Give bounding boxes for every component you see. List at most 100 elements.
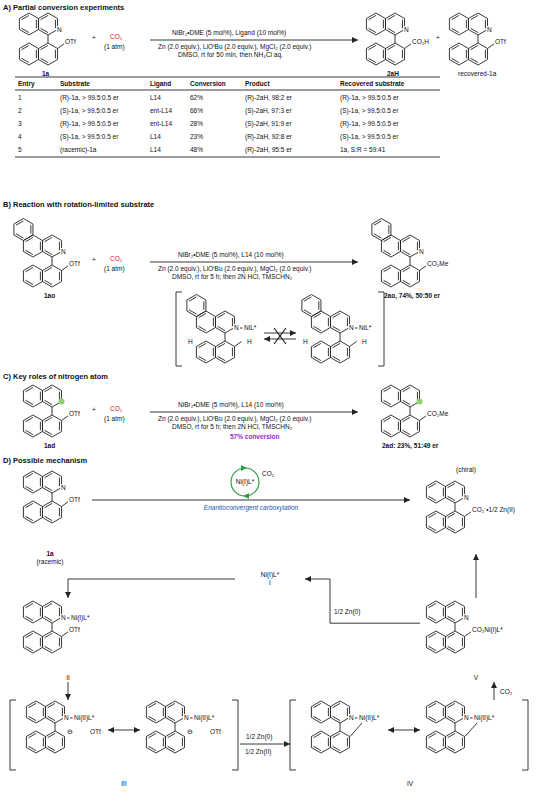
double-bond [429,716,436,720]
label-text: Ni(I)L* [70,614,90,622]
double-bond [26,280,33,284]
molecule-structure [23,471,68,523]
double-bond [318,301,319,310]
species-label: Ni(I)L* [261,571,279,579]
double-bond [40,392,41,401]
species-node: III [8,700,240,788]
ring [19,13,38,35]
ring [330,341,349,363]
label-text: B) Reaction with rotation-limited substr… [3,200,154,209]
double-bond [59,392,60,401]
double-bond [448,646,455,650]
double-bond [40,272,41,281]
label-text: N [463,614,470,622]
double-bond [26,516,33,520]
ring [42,501,61,523]
ring [445,481,464,503]
double-bond [40,478,41,487]
label-text: N [463,494,470,502]
ring [42,631,61,653]
double-bond [383,50,384,59]
metal-bond [465,723,477,737]
label-text: N [56,26,63,34]
double-bond [333,313,340,317]
double-bond [403,400,410,404]
ring [426,731,445,753]
highlight-dot [59,399,65,405]
double-bond [417,422,418,431]
double-bond [429,483,436,487]
label-text: (S)-1a, > 99.5:0.5 er [340,133,398,141]
double-bond [383,20,384,29]
label-text: C) Key roles of nitrogen atom [3,372,108,381]
label-text: DMSO, rt for 5 h; then 2N HCl, TMSCHN₂ [172,273,292,281]
label-text: 2 [18,107,22,115]
ring [426,701,445,723]
double-bond [45,387,52,391]
label-text: DMSO, rt for 5 h; then 2N HCl, TMSCHN₂ [172,423,292,431]
species-label: III [121,780,126,788]
label-text: (racemic)-1a [60,146,96,154]
double-bond [218,343,225,347]
biaryl-bond [455,503,456,511]
double-bond [384,267,391,271]
label-text: 1ao [44,292,55,300]
double-bond [59,422,60,431]
label-text: 62% [190,94,203,102]
ring [400,265,419,287]
bracket [378,292,384,366]
double-bond [29,716,36,720]
double-bond [452,15,459,19]
biaryl-bond [340,333,341,341]
double-bond [333,703,340,707]
ring [330,701,349,723]
ring [146,731,165,753]
double-bond [62,738,63,747]
label-text: 28% [190,120,203,128]
substituent-bond [235,342,242,347]
double-bond [40,422,41,431]
molecule-structure [14,219,69,288]
label-text: H [246,338,253,346]
ring [426,601,445,623]
label-text: Zn (2.0 equiv.), LiOᵗBu (2.0 equiv.), Mg… [158,43,312,51]
ring [426,481,445,503]
double-bond [398,272,399,281]
double-bond [429,513,436,517]
double-bond [45,417,52,421]
label-text: Conversion [190,80,226,88]
ring [445,631,464,653]
mechanism-arrow [305,579,420,623]
resonance-arrow [388,730,420,731]
double-bond [199,343,206,347]
double-bond [443,518,444,527]
double-bond [471,45,478,49]
double-bond [26,250,33,254]
ring [26,701,45,723]
double-bond [16,221,23,225]
biaryl-bond [48,35,49,43]
double-bond [29,703,36,707]
ring [400,385,419,407]
double-bond [45,400,52,404]
label-text: ⊖ [67,728,73,736]
double-bond [398,392,399,401]
bracket [232,700,238,770]
label-text: (1 atm) [104,43,125,51]
label-text: Substrate [60,80,90,88]
double-bond [45,430,52,434]
double-bond [448,703,455,707]
double-bond [45,486,52,490]
biaryl-bond [455,623,456,631]
ring [445,511,464,533]
double-bond [462,738,463,747]
ring [426,631,445,653]
label-text: CO₂Me [426,410,449,418]
double-bond [462,638,463,647]
double-bond [333,343,340,347]
ring [215,311,234,333]
bracket [522,700,528,770]
double-bond [448,496,455,500]
label-text: D) Possible mechanism [3,456,87,465]
ring [381,265,400,287]
